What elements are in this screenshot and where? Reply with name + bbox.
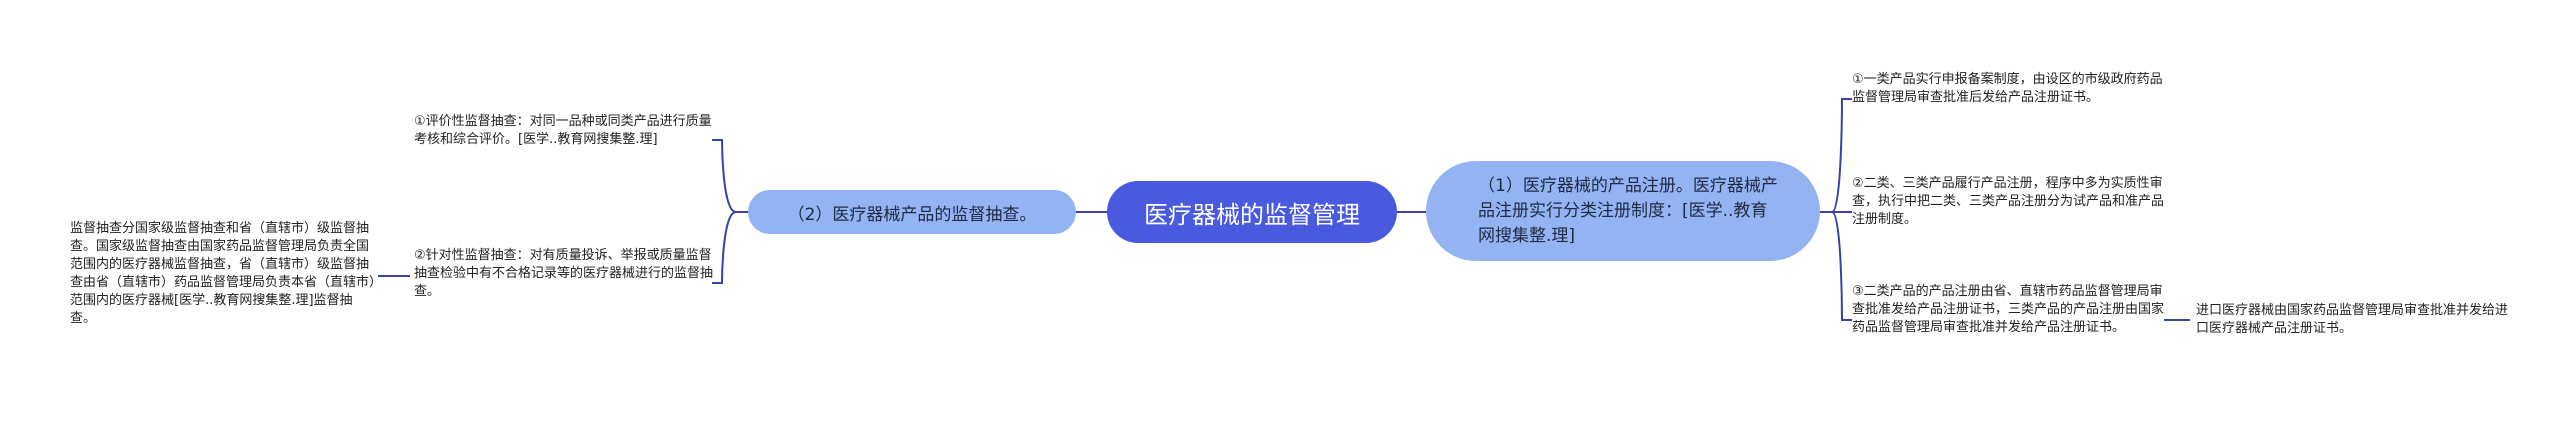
branch-product-sampling-label: （2）医疗器械产品的监督抽查。 (787, 204, 1037, 225)
root-label: 医疗器械的监督管理 (1144, 200, 1360, 229)
branch-product-sampling[interactable]: （2）医疗器械产品的监督抽查。 (748, 190, 1076, 234)
leaf-class-two-three-registration[interactable]: ②二类、三类产品履行产品注册，程序中多为实质性审查，执行中把二类、三类产品注册分… (1852, 176, 2165, 227)
leaf-targeted-sampling[interactable]: ②针对性监督抽查：对有质量投诉、举报或质量监督抽查检验中有不合格记录等的医疗器械… (414, 248, 714, 299)
leaf-registration-authority[interactable]: ③二类产品的产品注册由省、直辖市药品监督管理局审查批准发给产品注册证书，三类产品… (1852, 284, 2165, 335)
leaf-class-one-registration[interactable]: ①一类产品实行申报备案制度，由设区的市级政府药品监督管理局审查批准后发给产品注册… (1852, 72, 2163, 105)
branch-product-registration[interactable]: （1）医疗器械的产品注册。医疗器械产品注册实行分类注册制度：[医学..教育网搜集… (1426, 161, 1820, 261)
branch-product-registration-label: （1）医疗器械的产品注册。医疗器械产品注册实行分类注册制度：[医学..教育网搜集… (1478, 175, 1778, 246)
connector-left-to-leaf-1 (712, 139, 748, 213)
leaf-sampling-levels[interactable]: 监督抽查分国家级监督抽查和省（直辖市）级监督抽查。国家级监督抽查由国家药品监督管… (70, 221, 376, 326)
connector-right-to-leaf-1 (1820, 97, 1852, 213)
leaf-evaluative-sampling[interactable]: ①评价性监督抽查：对同一品种或同类产品进行质量考核和综合评价。[医学..教育网搜… (414, 114, 712, 147)
root-node[interactable]: 医疗器械的监督管理 (1107, 181, 1397, 243)
connector-left-to-leaf-2 (712, 211, 737, 285)
connector-right-to-leaf-3 (1831, 211, 1852, 322)
leaf-import-registration[interactable]: 进口医疗器械由国家药品监督管理局审查批准并发给进口医疗器械产品注册证书。 (2196, 303, 2509, 336)
